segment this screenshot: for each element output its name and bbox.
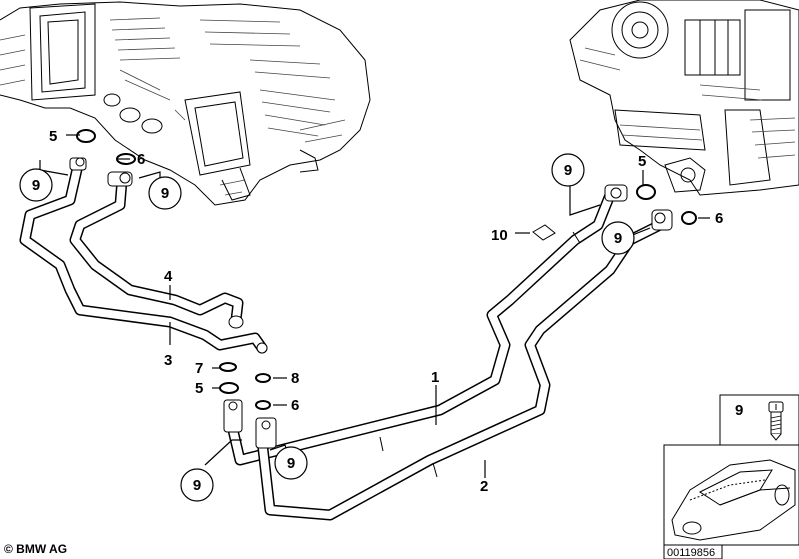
seal-rings xyxy=(76,129,697,410)
bolt-icon xyxy=(768,401,784,441)
callout-part-9: 9 xyxy=(551,153,585,187)
label-part-5: 5 xyxy=(49,128,57,145)
right-heater-housing-illustration xyxy=(569,0,799,196)
svg-text:9: 9 xyxy=(161,185,169,202)
vehicle-location-box: 00119856 xyxy=(663,444,799,559)
pipe-3 xyxy=(19,159,268,354)
callout-part-9: 9 xyxy=(180,468,214,502)
copyright-text: © BMW AG xyxy=(4,542,67,556)
svg-text:9: 9 xyxy=(287,455,295,472)
image-number: 00119856 xyxy=(667,547,715,559)
bolt-legend-box: 9 xyxy=(719,394,799,446)
label-part-8: 8 xyxy=(291,370,299,387)
label-part-6: 6 xyxy=(137,151,145,168)
pipe-fittings xyxy=(69,157,673,449)
pipe-1 xyxy=(227,189,616,466)
callout-part-9: 9 xyxy=(274,446,308,480)
label-part-6: 6 xyxy=(715,210,723,227)
callout-part-9: 9 xyxy=(148,176,182,210)
svg-text:9: 9 xyxy=(32,177,40,194)
svg-text:9: 9 xyxy=(193,477,201,494)
label-part-6: 6 xyxy=(291,397,299,414)
pipe-4 xyxy=(69,174,244,326)
label-part-10: 10 xyxy=(491,227,508,244)
left-heater-housing-illustration xyxy=(0,1,371,206)
car-outline-icon xyxy=(671,459,796,541)
label-part-2: 2 xyxy=(480,478,488,495)
label-part-1: 1 xyxy=(431,369,439,386)
label-part-5: 5 xyxy=(195,380,203,397)
svg-text:9: 9 xyxy=(564,162,572,179)
callout-part-9: 9 xyxy=(601,221,635,255)
callout-part-9: 9 xyxy=(19,168,53,202)
label-part-4: 4 xyxy=(164,268,173,285)
clip-part-10 xyxy=(532,224,556,241)
legend-part-9-label: 9 xyxy=(735,402,743,419)
label-part-3: 3 xyxy=(164,352,172,369)
pipe-2 xyxy=(256,219,666,521)
label-part-5: 5 xyxy=(638,153,646,170)
label-part-7: 7 xyxy=(195,360,203,377)
svg-text:9: 9 xyxy=(614,230,622,247)
